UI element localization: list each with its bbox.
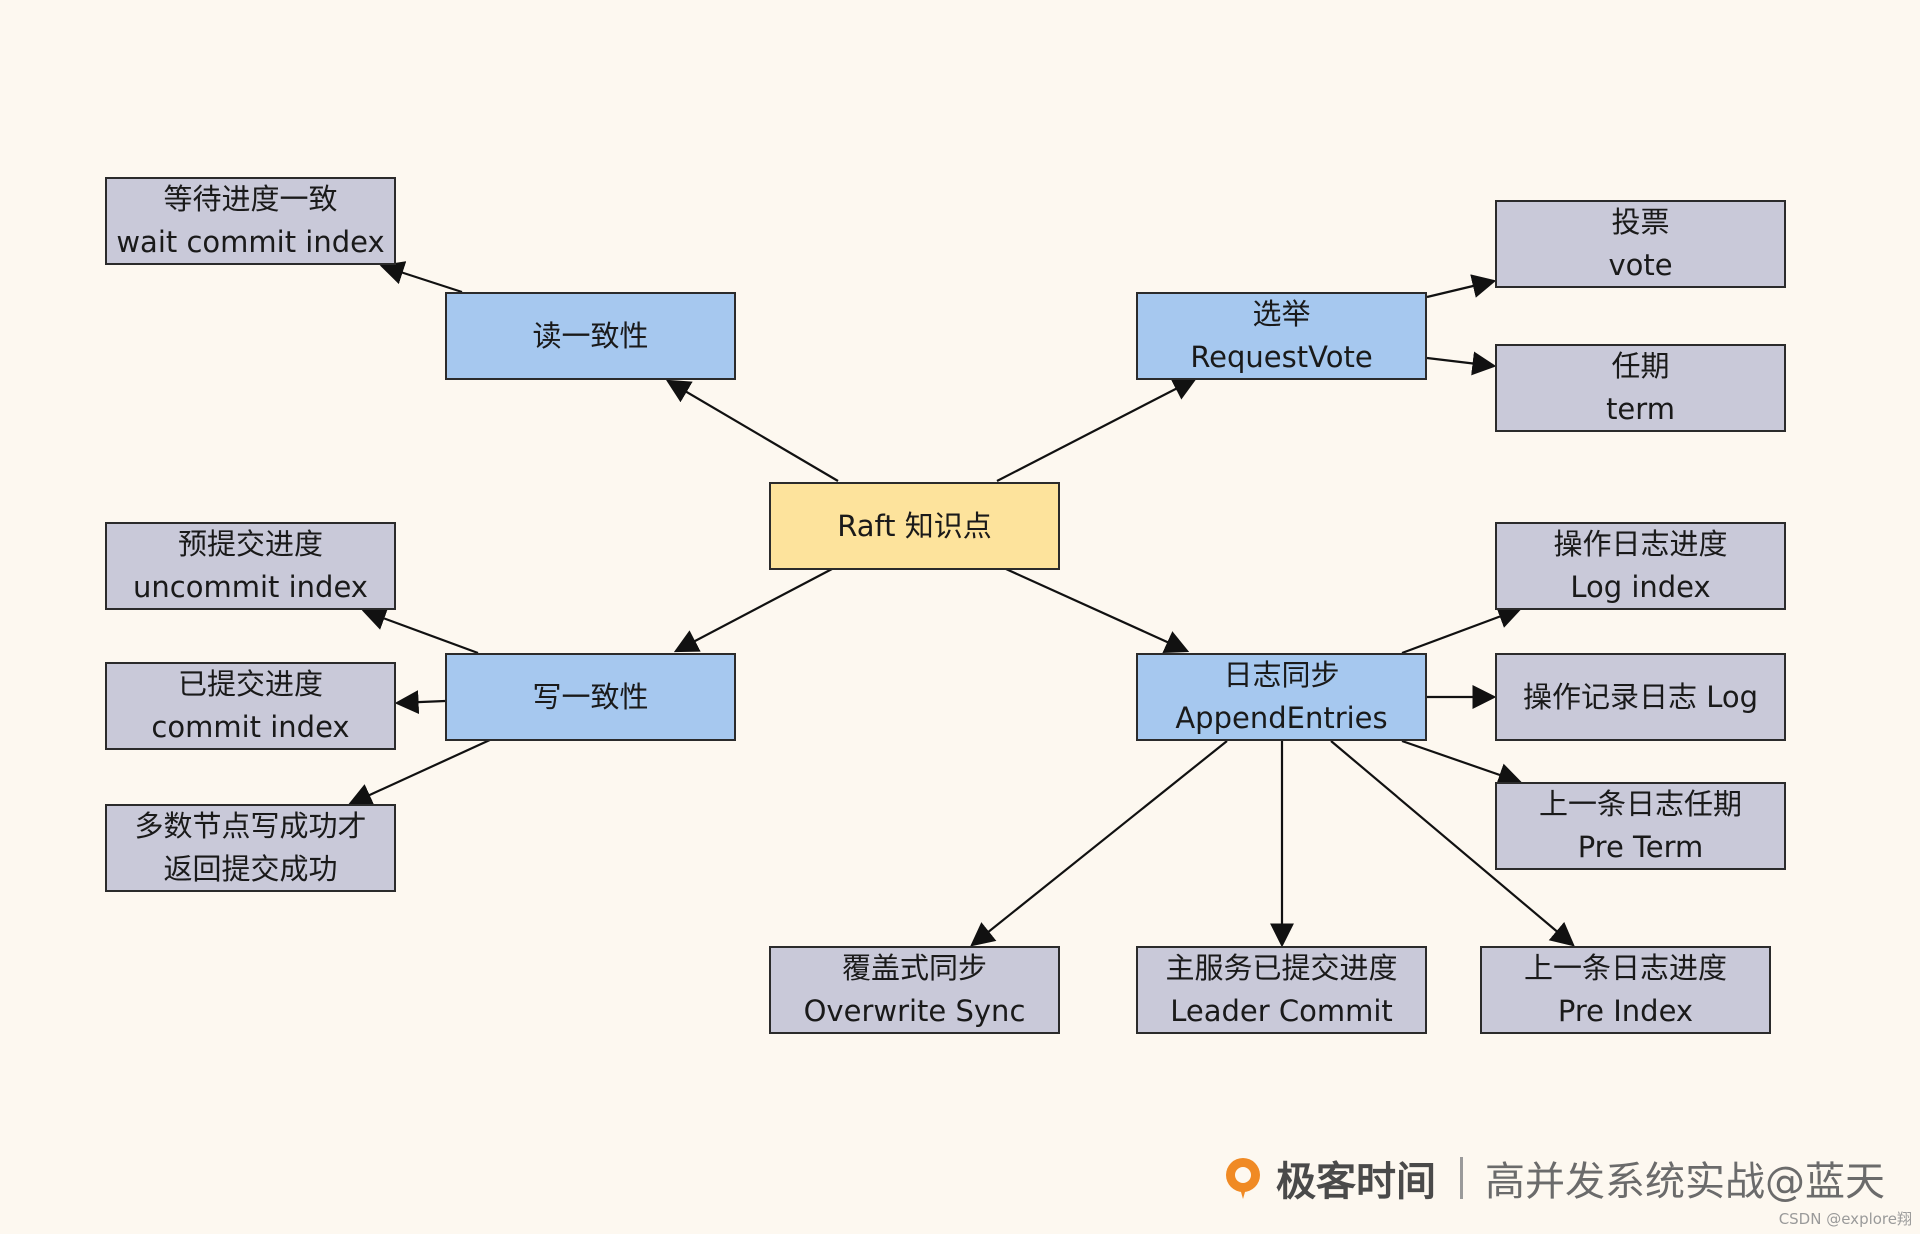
node-commit-index: 已提交进度 commit index (105, 662, 396, 750)
node-read-consistency: 读一致性 (445, 292, 736, 380)
edge-logsync-logindex (1401, 605, 1523, 655)
node-majority-write-line1: 多数节点写成功才 (134, 809, 367, 843)
node-vote: 投票 vote (1495, 200, 1786, 288)
node-log-sync: 日志同步 AppendEntries (1136, 653, 1427, 741)
node-election-line2: RequestVote (1190, 340, 1373, 374)
footer-course-name: 高并发系统实战@蓝天 (1485, 1159, 1885, 1205)
node-write-consistency: 写一致性 (445, 653, 736, 741)
node-uncommit-index-line1: 预提交进度 (177, 527, 323, 561)
node-pre-index: 上一条日志进度 Pre Index (1480, 946, 1771, 1034)
node-term-line1: 任期 (1611, 349, 1670, 383)
node-vote-line2: vote (1608, 248, 1673, 282)
node-uncommit-index: 预提交进度 uncommit index (105, 522, 396, 610)
edge-write-majority (347, 737, 493, 806)
node-log-sync-line2: AppendEntries (1175, 701, 1388, 735)
node-write-consistency-label: 写一致性 (532, 679, 649, 714)
node-read-consistency-label: 读一致性 (532, 318, 649, 353)
node-commit-index-line1: 已提交进度 (177, 667, 323, 701)
node-election: 选举 RequestVote (1136, 292, 1427, 380)
node-log-sync-line1: 日志同步 (1223, 658, 1340, 692)
node-log-index-line2: Log index (1570, 570, 1711, 604)
node-majority-write: 多数节点写成功才 返回提交成功 (105, 804, 396, 892)
footer-brand: 极客时间 高并发系统实战@蓝天 (1220, 1148, 1885, 1208)
node-overwrite-sync-line1: 覆盖式同步 (841, 951, 987, 985)
node-raft-root: Raft 知识点 (769, 482, 1060, 570)
node-pre-term: 上一条日志任期 Pre Term (1495, 782, 1786, 870)
node-wait-commit-index-line2: wait commit index (116, 225, 385, 259)
node-commit-index-line2: commit index (151, 710, 350, 744)
node-term-line2: term (1606, 392, 1675, 426)
node-log-index-line1: 操作日志进度 (1553, 527, 1728, 561)
node-pre-index-line2: Pre Index (1557, 994, 1694, 1028)
edge-root-election (996, 377, 1198, 482)
node-pre-term-line2: Pre Term (1577, 830, 1704, 864)
edge-root-read (665, 379, 839, 482)
node-leader-commit-line1: 主服务已提交进度 (1165, 951, 1398, 985)
edge-logsync-preindex (1330, 740, 1575, 947)
footer-brand-name: 极客时间 (1276, 1159, 1436, 1205)
edge-read-wait (379, 261, 463, 294)
node-leader-commit-line2: Leader Commit (1170, 994, 1393, 1028)
footer-separator (1460, 1157, 1463, 1199)
edge-write-uncommit (361, 607, 479, 655)
node-raft-root-label: Raft 知识点 (837, 508, 992, 543)
geektime-logo-icon (1226, 1158, 1260, 1199)
edge-write-commit (394, 690, 446, 715)
node-wait-commit-index-line1: 等待进度一致 (163, 182, 338, 216)
node-leader-commit: 主服务已提交进度 Leader Commit (1136, 946, 1427, 1034)
edge-election-term (1426, 351, 1497, 376)
node-log-index: 操作日志进度 Log index (1495, 522, 1786, 610)
node-vote-line1: 投票 (1611, 205, 1670, 239)
csdn-watermark: CSDN @explore翔 (1778, 1210, 1912, 1228)
edge-election-vote (1426, 274, 1497, 299)
edge-logsync-preterm (1401, 739, 1523, 787)
node-overwrite-sync: 覆盖式同步 Overwrite Sync (769, 946, 1060, 1034)
edge-logsync-overwrite (970, 740, 1228, 947)
node-log-record: 操作记录日志 Log (1495, 653, 1786, 741)
node-election-line1: 选举 (1252, 297, 1311, 331)
node-overwrite-sync-line2: Overwrite Sync (803, 994, 1026, 1028)
edge-root-logsync (1005, 567, 1190, 654)
node-uncommit-index-line2: uncommit index (133, 570, 368, 604)
node-log-record-line1: 操作记录日志 Log (1522, 679, 1759, 714)
edge-root-write (673, 568, 833, 653)
node-term: 任期 term (1495, 344, 1786, 432)
node-pre-term-line1: 上一条日志任期 (1538, 787, 1742, 821)
node-wait-commit-index: 等待进度一致 wait commit index (105, 177, 396, 265)
node-pre-index-line1: 上一条日志进度 (1523, 951, 1727, 985)
node-majority-write-line2: 返回提交成功 (163, 852, 338, 886)
